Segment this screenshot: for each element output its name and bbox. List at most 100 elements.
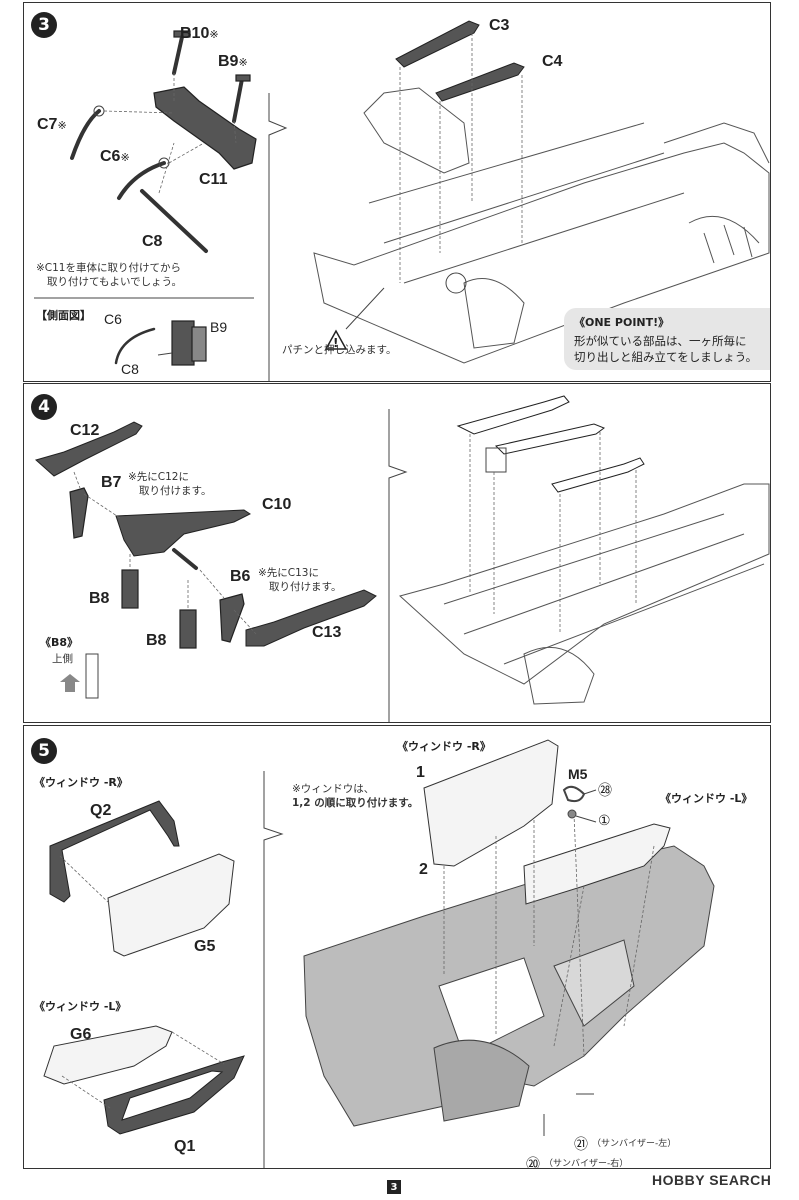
guide-b7-up	[73, 471, 81, 489]
side-label-b9: B9	[210, 319, 228, 335]
label-c7-text: C7	[37, 116, 58, 133]
g5-glass	[107, 853, 235, 957]
window-l-install	[523, 823, 671, 905]
label-c7-mark: ※	[57, 120, 67, 132]
label-b7: B7	[101, 474, 122, 491]
order-1: 1	[416, 764, 425, 781]
guide-c6	[168, 142, 205, 164]
vertical-divider-4	[388, 409, 408, 722]
warning-mark: !	[333, 336, 338, 350]
c11-part	[153, 86, 257, 170]
step3-note-line2: 取り付けてもよいでしょう。	[47, 276, 183, 288]
b7-part	[69, 487, 89, 539]
door-panel	[433, 1039, 530, 1122]
chassis-outline	[313, 142, 770, 364]
label-1: ①	[598, 812, 611, 828]
one-point-box: 《ONE POINT!》 形が似ている部品は、一ヶ所毎に 切り出しと組み立てをし…	[564, 308, 770, 370]
visor-r-label: （サンバイザー-右）	[544, 1159, 629, 1169]
one-point-line1: 形が似ている部品は、一ヶ所毎に	[574, 334, 747, 348]
page-number: 3	[387, 1180, 401, 1194]
b6-part	[219, 593, 245, 643]
m5-part	[562, 785, 586, 803]
b7-note-line1: ※先にC12に	[128, 471, 189, 483]
chassis-rear	[663, 122, 770, 164]
guide-g5-q2	[59, 855, 111, 905]
label-b6: B6	[230, 568, 251, 585]
guide-b6	[199, 569, 225, 599]
step-5-illustration	[43, 739, 715, 1168]
label-b10-text: B10	[180, 25, 210, 42]
label-b9: B9※	[218, 53, 248, 71]
guide-b9	[233, 120, 237, 144]
c10-part	[115, 509, 251, 557]
guide-c8	[158, 142, 175, 194]
step-number: 3	[31, 12, 57, 38]
step-5-panel: 5 《ウィンドウ -R》 Q2 G5 《ウィンドウ -L》 G6 Q1 ※ウィン…	[23, 725, 771, 1169]
guide-c7	[103, 110, 175, 114]
window-l-title: 《ウィンドウ -L》	[34, 1000, 127, 1013]
label-c13: C13	[312, 624, 342, 641]
step-number-text: 4	[38, 397, 50, 417]
label-c6-mark: ※	[120, 152, 130, 164]
guide-b7	[83, 493, 121, 519]
order-2: 2	[419, 861, 428, 878]
m5-pin	[567, 809, 577, 819]
g6-glass	[43, 1025, 173, 1085]
c7-part	[70, 109, 101, 160]
label-c12: C12	[70, 422, 100, 439]
m5-pointer-1	[575, 815, 597, 823]
q1-frame	[103, 1055, 245, 1135]
main-window-r-title: 《ウィンドウ -R》	[397, 740, 491, 753]
label-b10: B10※	[180, 25, 219, 43]
watermark: HOBBY SEARCH	[652, 1172, 772, 1188]
rear-axle-bar	[495, 423, 606, 455]
side-b9	[171, 320, 195, 366]
label-c4: C4	[542, 53, 563, 70]
b6-note-line1: ※先にC13に	[258, 567, 319, 579]
b8-inset-spring	[85, 653, 99, 699]
rollcage-front	[363, 87, 470, 174]
snap-note: パチンと押し込みます。	[282, 344, 397, 356]
step-number-text: 5	[38, 741, 50, 761]
label-c6-text: C6	[100, 148, 121, 165]
step-number: 4	[31, 394, 57, 420]
chassis-outline-4	[398, 483, 770, 685]
warning-pointer	[345, 287, 385, 330]
arrow-up-icon	[60, 674, 80, 692]
guide-wl-1	[553, 885, 585, 1047]
q2-frame	[49, 800, 180, 903]
side-bracket	[191, 326, 207, 362]
guide-wl-2	[623, 845, 655, 1027]
step-number-text: 3	[38, 15, 50, 35]
label-g5: G5	[194, 938, 216, 955]
step-4-panel: 4 C12 B7 ※先にC12に 取り付けます。 C10 B8 B8 B6 ※先…	[23, 383, 771, 723]
label-c7: C7※	[37, 116, 67, 134]
one-point-title: 《ONE POINT!》	[574, 316, 670, 329]
step-number: 5	[31, 738, 57, 764]
cab-interior	[553, 939, 635, 1027]
c3-part	[395, 20, 480, 68]
label-m5: M5	[568, 766, 588, 782]
guide-c13	[233, 609, 257, 635]
b7-note: ※先にC12に 取り付けます。	[128, 470, 211, 498]
rear-spring	[485, 447, 507, 473]
label-c6: C6※	[100, 148, 130, 166]
b8-spring-b	[179, 609, 197, 649]
rear-arm-lower	[551, 457, 645, 493]
b9-part-top	[235, 74, 251, 82]
front-wheel-arch	[463, 278, 525, 349]
label-c8: C8	[142, 233, 163, 250]
step-4-illustration	[34, 395, 770, 722]
side-label-c8: C8	[121, 361, 139, 377]
main-window-l-title: 《ウィンドウ -L》	[660, 792, 753, 805]
window-r-title: 《ウィンドウ -R》	[34, 776, 128, 789]
rear-arm-top	[456, 395, 570, 435]
side-c8	[157, 352, 173, 356]
vertical-divider-5	[263, 771, 284, 1168]
window-r-install	[423, 739, 559, 867]
step3-note: ※C11を車体に取り付けてから 取り付けてもよいでしょう。	[36, 261, 182, 289]
label-b9-text: B9	[218, 53, 239, 70]
rear-wheel-arch	[688, 215, 760, 264]
chassis-rails	[368, 122, 685, 284]
visor-l-label: （サンバイザー-左）	[592, 1139, 677, 1149]
